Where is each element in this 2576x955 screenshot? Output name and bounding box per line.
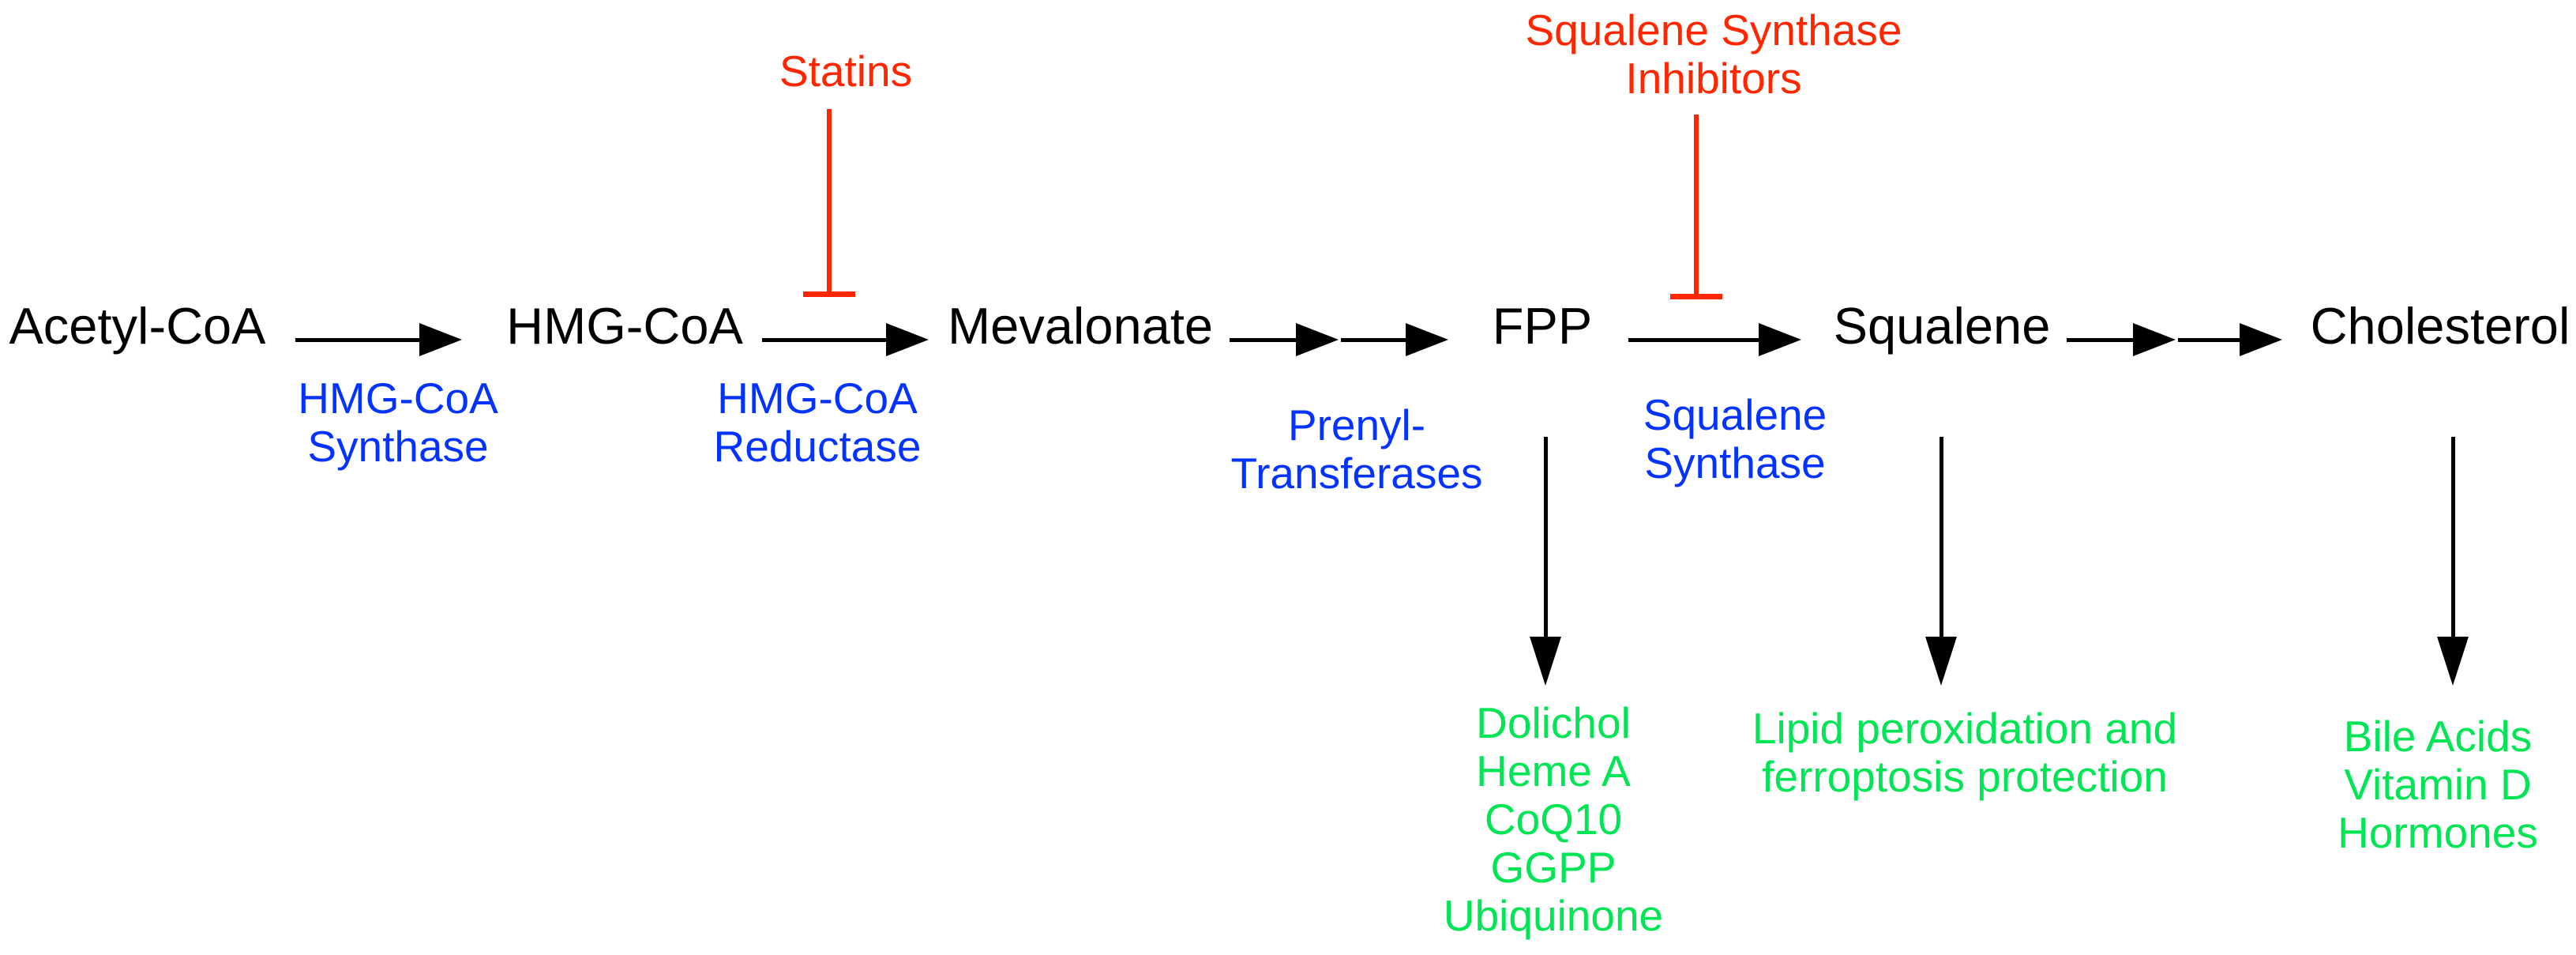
arrow-shaft	[2450, 437, 2455, 637]
enzyme-hmg-coa-reductase: HMG-CoA Reductase	[714, 374, 922, 471]
enzyme-line: HMG-CoA	[717, 374, 918, 423]
product-line: Dolichol	[1476, 698, 1631, 747]
arrow-mevalonate-to-fpp-1	[1230, 322, 1339, 357]
enzyme-line: Squalene	[1643, 390, 1827, 439]
product-line: Vitamin D	[2344, 760, 2532, 809]
inhibitor-line: Inhibitors	[1625, 54, 1802, 103]
arrow-shaft	[1230, 337, 1296, 342]
arrow-acetylcoa-to-hmgcoa	[295, 322, 462, 357]
enzyme-line: HMG-CoA	[298, 374, 498, 423]
inhibition-tbar-icon	[803, 291, 855, 297]
inhibitor-line: Squalene Synthase	[1525, 6, 1902, 55]
arrowhead-right-icon	[886, 323, 929, 356]
products-of-squalene: Lipid peroxidation and ferroptosis prote…	[1752, 705, 2177, 801]
arrowhead-down-icon	[1530, 637, 1561, 686]
arrowhead-down-icon	[2437, 637, 2469, 686]
products-of-cholesterol: Bile Acids Vitamin D Hormones	[2338, 712, 2538, 857]
arrow-shaft	[1341, 337, 1406, 342]
inhibitor-statins: Statins	[779, 47, 912, 96]
arrow-squalene-to-products	[1924, 437, 1958, 686]
node-squalene: Squalene	[1833, 297, 2051, 355]
products-of-fpp: Dolichol Heme A CoQ10 GGPP Ubiquinone	[1444, 699, 1663, 940]
node-hmg-coa: HMG-CoA	[506, 297, 743, 355]
arrow-shaft	[2067, 337, 2133, 342]
arrow-mevalonate-to-fpp-2	[1341, 322, 1448, 357]
enzyme-line: Transferases	[1230, 449, 1483, 498]
enzyme-prenyl-transferases: Prenyl- Transferases	[1231, 401, 1483, 498]
arrowhead-right-icon	[419, 323, 462, 356]
product-line: CoQ10	[1484, 795, 1623, 844]
product-line: Bile Acids	[2343, 712, 2533, 761]
arrowhead-right-icon	[2133, 323, 2176, 356]
arrow-shaft	[2178, 337, 2240, 342]
product-line: Hormones	[2338, 808, 2538, 857]
arrow-fpp-to-squalene	[1628, 322, 1801, 357]
node-mevalonate: Mevalonate	[947, 297, 1214, 355]
product-line: Ubiquinone	[1443, 891, 1664, 940]
arrow-cholesterol-to-products	[2436, 437, 2469, 686]
enzyme-line: Prenyl-	[1287, 400, 1426, 449]
statins-inhibition-line	[803, 109, 855, 297]
node-cholesterol: Cholesterol	[2310, 297, 2570, 355]
inhibition-tbar-icon	[1670, 294, 1722, 299]
arrowhead-right-icon	[1406, 323, 1448, 356]
arrow-shaft	[1543, 437, 1548, 637]
enzyme-line: Synthase	[307, 422, 489, 471]
product-line: Lipid peroxidation and	[1752, 704, 2178, 753]
enzyme-line: Synthase	[1644, 438, 1826, 487]
enzyme-line: Reductase	[713, 422, 922, 471]
arrow-squalene-to-cholesterol-1	[2067, 322, 2176, 357]
arrow-fpp-to-products	[1529, 437, 1562, 686]
arrow-hmgcoa-to-mevalonate	[762, 322, 929, 357]
arrow-shaft	[295, 337, 419, 342]
enzyme-hmg-coa-synthase: HMG-CoA Synthase	[298, 374, 498, 471]
product-line: GGPP	[1490, 843, 1617, 892]
product-line: ferroptosis protection	[1762, 752, 2168, 801]
arrow-shaft	[1628, 337, 1759, 342]
product-line: Heme A	[1476, 746, 1631, 795]
arrowhead-right-icon	[1759, 323, 1801, 356]
node-acetyl-coa: Acetyl-CoA	[9, 297, 266, 355]
ssi-inhibition-line	[1670, 115, 1722, 299]
enzyme-squalene-synthase: Squalene Synthase	[1643, 391, 1827, 487]
inhibition-stem	[827, 109, 832, 291]
inhibition-stem	[1694, 115, 1699, 294]
arrow-squalene-to-cholesterol-2	[2178, 322, 2282, 357]
inhibitor-line: Statins	[779, 47, 913, 96]
arrowhead-down-icon	[1925, 637, 1957, 686]
arrow-shaft	[762, 337, 886, 342]
arrow-shaft	[1939, 437, 1943, 637]
arrowhead-right-icon	[2240, 323, 2282, 356]
inhibitor-squalene-synthase-inhibitors: Squalene Synthase Inhibitors	[1525, 6, 1902, 103]
arrowhead-right-icon	[1296, 323, 1339, 356]
node-fpp: FPP	[1492, 297, 1593, 355]
